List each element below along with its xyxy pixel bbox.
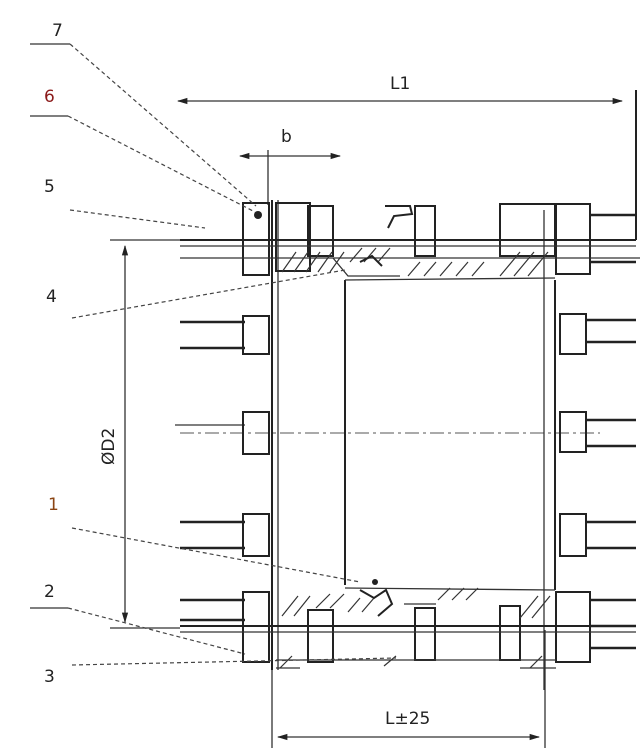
right-bolts — [559, 313, 636, 557]
top-hatching — [281, 247, 549, 277]
leader-lines — [30, 43, 397, 666]
gasket-dot — [372, 579, 378, 585]
item-label-5: 5 — [44, 177, 55, 197]
dimension-b-label: b — [281, 127, 292, 147]
dimension-l: L±25 — [271, 630, 546, 748]
bottom-hatching — [279, 587, 551, 669]
dimension-l1-label: L1 — [390, 74, 410, 94]
item-label-4: 4 — [46, 287, 57, 307]
item-label-1: 1 — [48, 495, 59, 515]
pipe-body — [271, 200, 556, 690]
bolt-head-dot — [254, 211, 262, 219]
item-label-6: 6 — [44, 87, 55, 107]
top-flange-section — [180, 202, 640, 276]
dimension-b: b — [238, 127, 342, 205]
dimension-l-label: L±25 — [385, 709, 430, 729]
dimension-d2-label: ØD2 — [99, 428, 119, 465]
dimension-d2: ØD2 — [99, 239, 180, 629]
item-label-3: 3 — [44, 667, 55, 687]
item-label-7: 7 — [52, 21, 63, 41]
item-label-2: 2 — [44, 582, 55, 602]
bottom-flange-section — [180, 579, 636, 669]
left-bolts — [175, 315, 270, 557]
